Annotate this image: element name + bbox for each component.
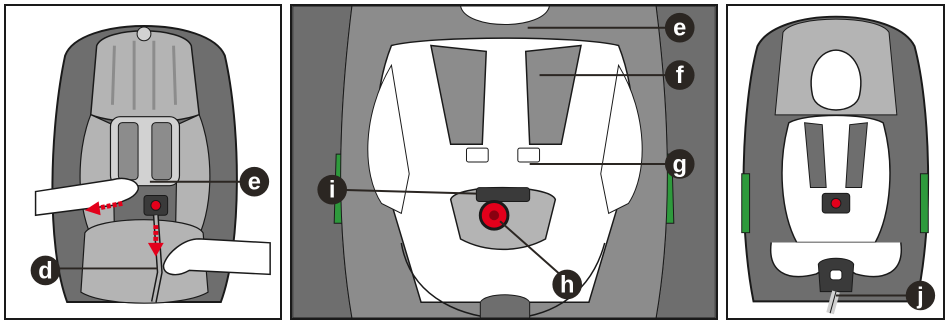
headrest-handle bbox=[137, 27, 151, 41]
callout-f-label: f bbox=[676, 63, 684, 89]
seat-bottom-cutout bbox=[480, 295, 529, 318]
panel-2-illustration: e f g i h bbox=[292, 6, 716, 318]
shoulder-strap-right bbox=[152, 123, 172, 180]
harness-buckle bbox=[476, 188, 529, 202]
release-button bbox=[831, 198, 841, 208]
child-body bbox=[377, 38, 634, 302]
shoulder-strap-left bbox=[118, 123, 138, 180]
callout-g-label: g bbox=[673, 152, 687, 178]
instruction-panel-3: j bbox=[726, 4, 945, 320]
headrest bbox=[91, 31, 199, 122]
chest-clip-right bbox=[518, 148, 540, 162]
chest-clip-left bbox=[466, 148, 488, 162]
instruction-panel-1: e d bbox=[4, 4, 282, 320]
instruction-panel-2: e f g i h bbox=[290, 4, 718, 320]
panel-3-illustration: j bbox=[728, 6, 943, 318]
child-head bbox=[811, 50, 861, 110]
callout-e-label: e bbox=[673, 16, 686, 42]
child-body bbox=[782, 115, 890, 242]
callout-e-label: e bbox=[248, 170, 261, 196]
callout-d-label: d bbox=[38, 258, 52, 284]
callout-j-label: j bbox=[916, 282, 924, 308]
panel-1-illustration: e d bbox=[6, 6, 280, 318]
release-button bbox=[151, 200, 161, 210]
callout-i-label: i bbox=[329, 178, 336, 204]
callout-h-label: h bbox=[560, 272, 574, 298]
